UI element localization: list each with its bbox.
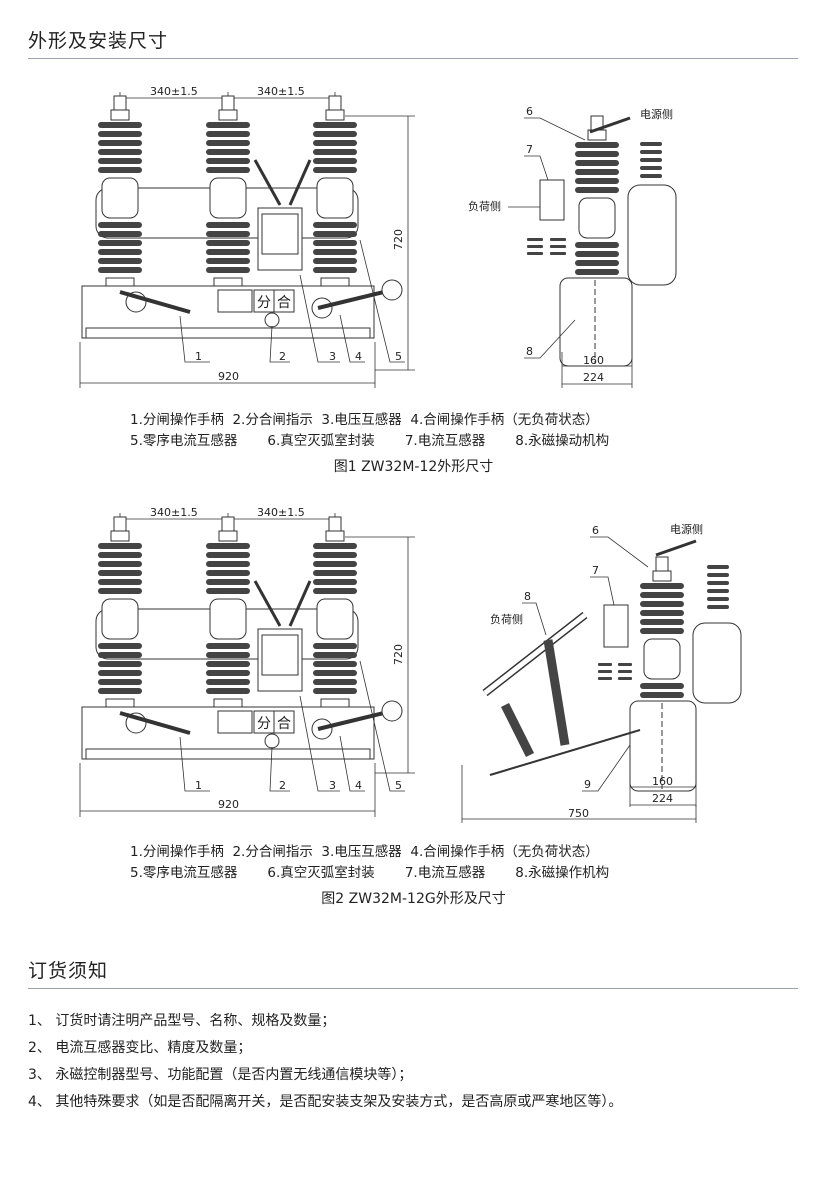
dim-340-left: 340±1.5 xyxy=(150,85,198,98)
callout-9: 9 xyxy=(584,778,591,791)
callout-7: 7 xyxy=(526,143,533,156)
figure2-drawing: 340±1.5 340±1.5 分 合 720 920 1 2 3 4 5 xyxy=(79,506,742,823)
callout-2: 2 xyxy=(279,779,286,792)
list-item: 4、 其他特殊要求（如是否配隔离开关，是否配安装支架及安装方式，是否高原或严寒地… xyxy=(28,1094,623,1110)
dim-340-left: 340±1.5 xyxy=(150,506,198,519)
power-side-label: 电源侧 xyxy=(640,107,673,121)
callout-3: 3 xyxy=(329,350,336,363)
power-side-label: 电源侧 xyxy=(670,522,703,536)
dim-720: 720 xyxy=(392,644,405,665)
callout-6: 6 xyxy=(526,105,533,118)
figure2-caption: 图2 ZW32M-12G外形及尺寸 xyxy=(321,891,506,907)
figure2-legend-line2: 5.零序电流互感器 6.真空灭弧室封装 7.电流互感器 8.永磁操作机构 xyxy=(130,865,610,881)
figure1-legend-line2: 5.零序电流互感器 6.真空灭弧室封装 7.电流互感器 8.永磁操动机构 xyxy=(130,433,610,449)
dim-920: 920 xyxy=(218,798,239,811)
he-label: 合 xyxy=(277,295,291,311)
figure2-legend-line1: 1.分闸操作手柄 2.分合闸指示 3.电压互感器 4.合闸操作手柄（无负荷状态） xyxy=(130,844,599,860)
callout-8: 8 xyxy=(524,590,531,603)
list-item: 2、 电流互感器变比、精度及数量； xyxy=(28,1040,252,1056)
section-divider xyxy=(28,58,798,59)
figure1-caption: 图1 ZW32M-12外形尺寸 xyxy=(333,459,494,475)
list-item: 1、 订货时请注明产品型号、名称、规格及数量； xyxy=(28,1013,336,1029)
callout-2: 2 xyxy=(279,350,286,363)
callout-5: 5 xyxy=(395,779,402,792)
dim-720: 720 xyxy=(392,229,405,250)
section-title-order: 订货须知 xyxy=(28,960,109,982)
figure1-legend-line1: 1.分闸操作手柄 2.分合闸指示 3.电压互感器 4.合闸操作手柄（无负荷状态） xyxy=(130,412,599,428)
load-side-label: 负荷侧 xyxy=(468,199,501,213)
list-item: 3、 永磁控制器型号、功能配置（是否内置无线通信模块等）； xyxy=(28,1067,413,1083)
callout-4: 4 xyxy=(355,350,362,363)
dim-750: 750 xyxy=(568,807,589,820)
figure1-drawing: 340±1.5 340±1.5 分 合 720 920 xyxy=(79,85,677,388)
dim-920: 920 xyxy=(218,370,239,383)
order-notes-list: 1、 订货时请注明产品型号、名称、规格及数量； 2、 电流互感器变比、精度及数量… xyxy=(28,1008,808,1116)
dim-160: 160 xyxy=(583,354,604,367)
dim-224: 224 xyxy=(652,792,673,805)
dim-340-right: 340±1.5 xyxy=(257,506,305,519)
callout-6: 6 xyxy=(592,524,599,537)
callout-3: 3 xyxy=(329,779,336,792)
callout-1: 1 xyxy=(195,779,202,792)
callout-8: 8 xyxy=(526,345,533,358)
callout-1: 1 xyxy=(195,350,202,363)
section-title-dimensions: 外形及安装尺寸 xyxy=(28,30,169,52)
load-side-label: 负荷侧 xyxy=(490,612,523,626)
fen-label: 分 xyxy=(257,295,271,311)
dim-160: 160 xyxy=(652,775,673,788)
section-divider xyxy=(28,988,798,989)
callout-4: 4 xyxy=(355,779,362,792)
dim-340-right: 340±1.5 xyxy=(257,85,305,98)
dim-224: 224 xyxy=(583,371,604,384)
callout-5: 5 xyxy=(395,350,402,363)
he-label: 合 xyxy=(277,716,291,732)
callout-7: 7 xyxy=(592,564,599,577)
fen-label: 分 xyxy=(257,716,271,732)
